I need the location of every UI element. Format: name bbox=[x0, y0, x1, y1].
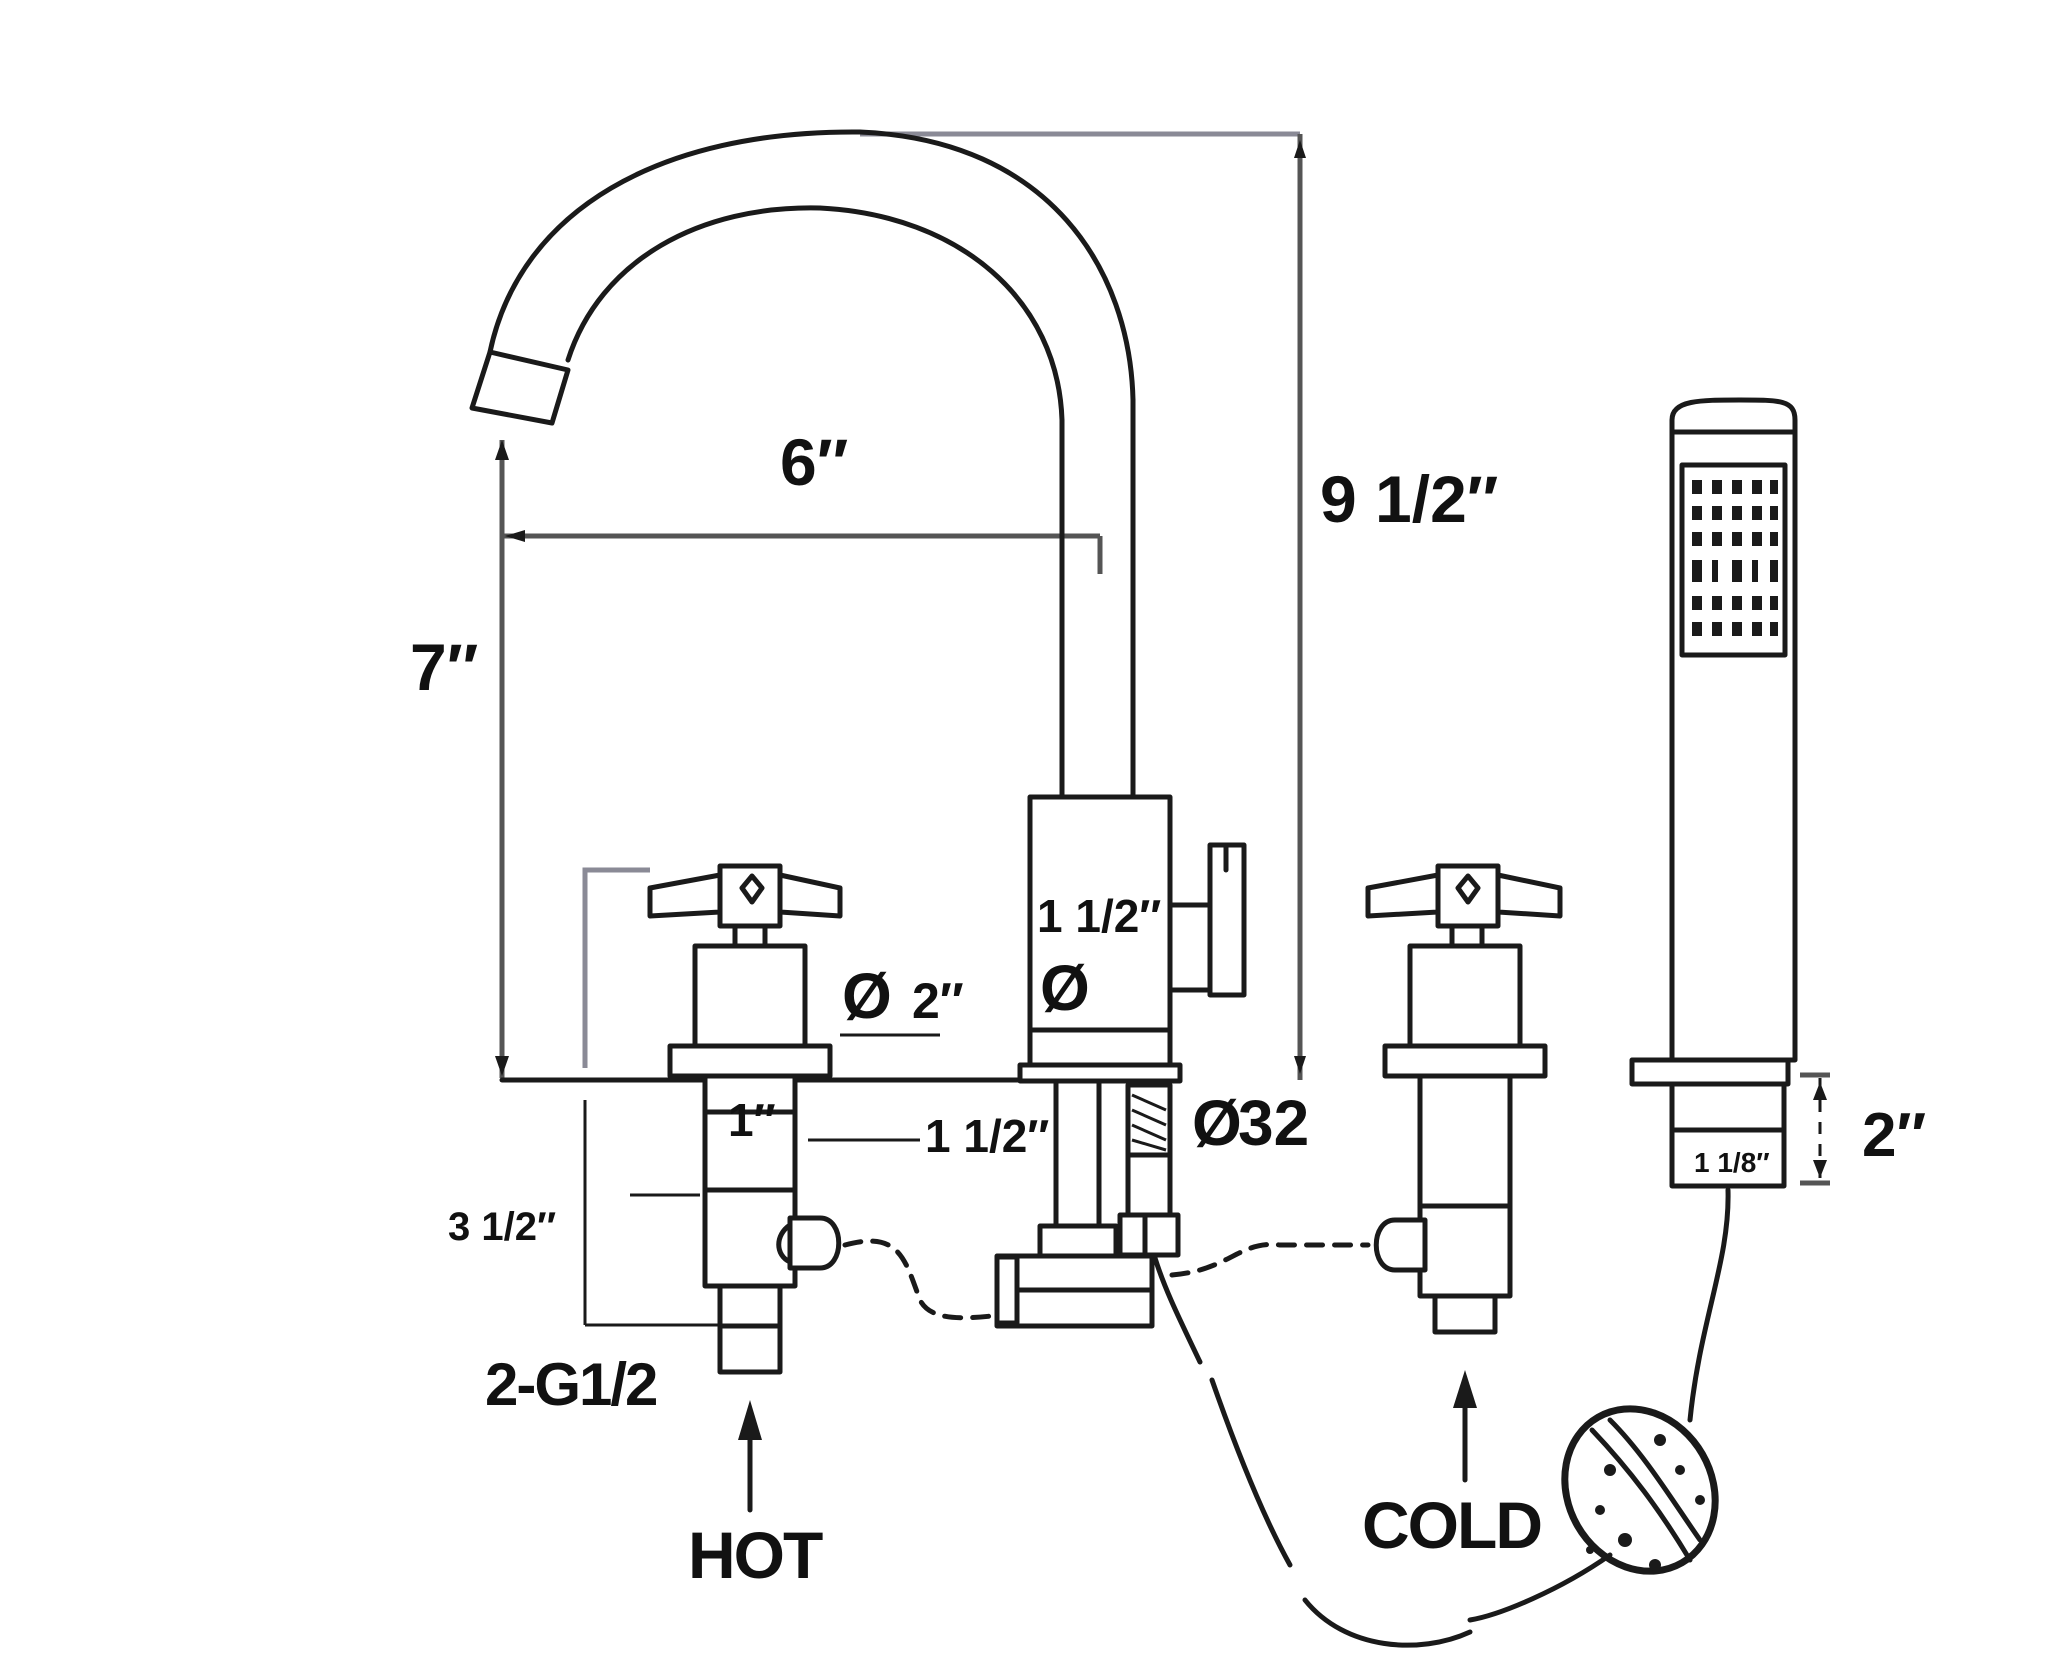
hot-cross-handle bbox=[647, 863, 843, 949]
hose-diameter-label: 32 bbox=[1238, 1087, 1309, 1159]
overall-height-label: 9 1/2″ bbox=[1320, 462, 1498, 536]
diverter-lever bbox=[1167, 902, 1213, 993]
handshower-height-dimension-line bbox=[1800, 1072, 1830, 1186]
overall-height-dimension-line bbox=[860, 131, 1306, 1080]
handshower-hose bbox=[1687, 1187, 1731, 1423]
cold-inlet-arrow bbox=[1453, 1370, 1477, 1483]
valve-depth-label: 3 1/2″ bbox=[448, 1205, 556, 1249]
handshower-base-width-label: 1 1/8″ bbox=[1694, 1147, 1770, 1178]
diverter-hose bbox=[1152, 1255, 1203, 1365]
handshower-holder-height-label: 2″ bbox=[1862, 1101, 1926, 1170]
hot-label: HOT bbox=[688, 1518, 823, 1592]
handshower-holder-flange bbox=[1629, 1057, 1791, 1087]
cold-label: COLD bbox=[1362, 1488, 1541, 1562]
inlet-thread-label: 2-G1/2 bbox=[485, 1351, 656, 1418]
gooseneck-spout bbox=[469, 129, 1136, 798]
spout-height-dimension-line bbox=[495, 440, 509, 1078]
spout-height-label: 7″ bbox=[410, 630, 478, 704]
spray-nozzles bbox=[1692, 480, 1778, 636]
spout-base bbox=[1017, 794, 1247, 1084]
spout-base-width-label: 1 1/2″ bbox=[1037, 890, 1161, 942]
diverter-hose-return bbox=[1302, 1597, 1473, 1648]
spout-outlet bbox=[469, 349, 571, 426]
shank-width-label: 1″ bbox=[728, 1094, 776, 1146]
cold-cross-handle bbox=[1365, 863, 1563, 949]
spout-reach-label: 6″ bbox=[780, 425, 848, 499]
sprayer-ball bbox=[1561, 1405, 1719, 1575]
hot-supply-line bbox=[842, 1238, 1003, 1321]
hose-coupling bbox=[1117, 1082, 1181, 1258]
spout-shank bbox=[994, 1078, 1155, 1329]
handle-diameter-label: 2″ bbox=[912, 973, 964, 1029]
handshower-holder bbox=[1669, 1081, 1787, 1189]
diverter-hose-lower bbox=[1209, 1377, 1293, 1568]
spout-shank-width-label: 1 1/2″ bbox=[925, 1110, 1049, 1162]
cold-valve bbox=[1365, 863, 1563, 1335]
valve-depth-dimension-line bbox=[583, 1100, 720, 1327]
hose-diameter-symbol: Ø bbox=[1192, 1087, 1242, 1159]
hot-valve bbox=[647, 863, 843, 1375]
handle-diameter-dimension-line bbox=[582, 867, 940, 1068]
spout-base-diameter-symbol: Ø bbox=[1040, 952, 1090, 1024]
handle-diameter-symbol: Ø bbox=[842, 960, 892, 1032]
handshower bbox=[1467, 397, 1798, 1623]
spout-reach-dimension-line bbox=[502, 530, 1103, 574]
hot-inlet-arrow bbox=[738, 1400, 762, 1513]
cold-supply-line bbox=[1169, 1241, 1371, 1278]
